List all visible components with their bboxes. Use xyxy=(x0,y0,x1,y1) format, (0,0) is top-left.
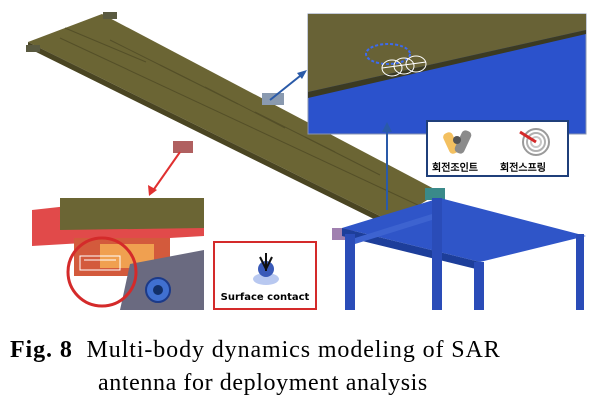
support-tower-leg xyxy=(432,198,442,310)
support-tower-leg xyxy=(576,234,584,310)
hinge-bracket xyxy=(103,12,117,19)
hinge-bracket xyxy=(262,93,284,105)
figure-illustration: 회전조인트 회전스프링 Surface contact xyxy=(26,12,587,310)
figure-number: Fig. 8 xyxy=(10,337,73,363)
surface-contact-label: Surface contact xyxy=(220,292,310,303)
caption-text-1: Multi-body dynamics modeling of SAR xyxy=(86,337,501,363)
contact-legend-box: Surface contact xyxy=(213,241,317,310)
support-tower-leg xyxy=(474,262,484,310)
zoom-inset-bottom xyxy=(32,198,204,310)
figure-caption: Fig. 8 Multi-body dynamics modeling of S… xyxy=(10,334,580,400)
hinge-bracket xyxy=(425,188,445,200)
revolute-joint-icon xyxy=(443,130,472,154)
hinge-bracket xyxy=(26,45,40,52)
blue-arrowhead xyxy=(297,70,307,79)
sar-antenna-model-drawing xyxy=(26,12,587,310)
joint-legend-box: 회전조인트 회전스프링 xyxy=(426,120,569,177)
support-tower-top xyxy=(342,198,586,262)
blue-arrowhead xyxy=(382,122,392,132)
red-arrowhead xyxy=(148,185,157,196)
surface-contact-icon xyxy=(253,253,279,285)
rotational-spring-label: 회전스프링 xyxy=(500,163,546,174)
antenna-panel-array xyxy=(28,14,440,222)
support-tower-side xyxy=(342,228,480,270)
caption-line-2: antenna for deployment analysis xyxy=(98,370,428,396)
rotational-spring-icon xyxy=(519,128,550,156)
blue-pointer-arrow xyxy=(269,71,306,101)
hinge-bracket xyxy=(173,141,193,153)
support-tower-brace xyxy=(355,214,432,244)
red-pointer-arrow xyxy=(151,151,181,193)
joint-wireframe xyxy=(381,55,427,77)
revolute-joint-label: 회전조인트 xyxy=(432,163,478,174)
antenna-panel-edge xyxy=(28,42,392,228)
panel-seams xyxy=(59,27,421,207)
caption-line-1: Fig. 8 Multi-body dynamics modeling of S… xyxy=(10,334,580,367)
support-tower-leg xyxy=(345,234,355,310)
zoom-inset-top xyxy=(307,13,587,135)
